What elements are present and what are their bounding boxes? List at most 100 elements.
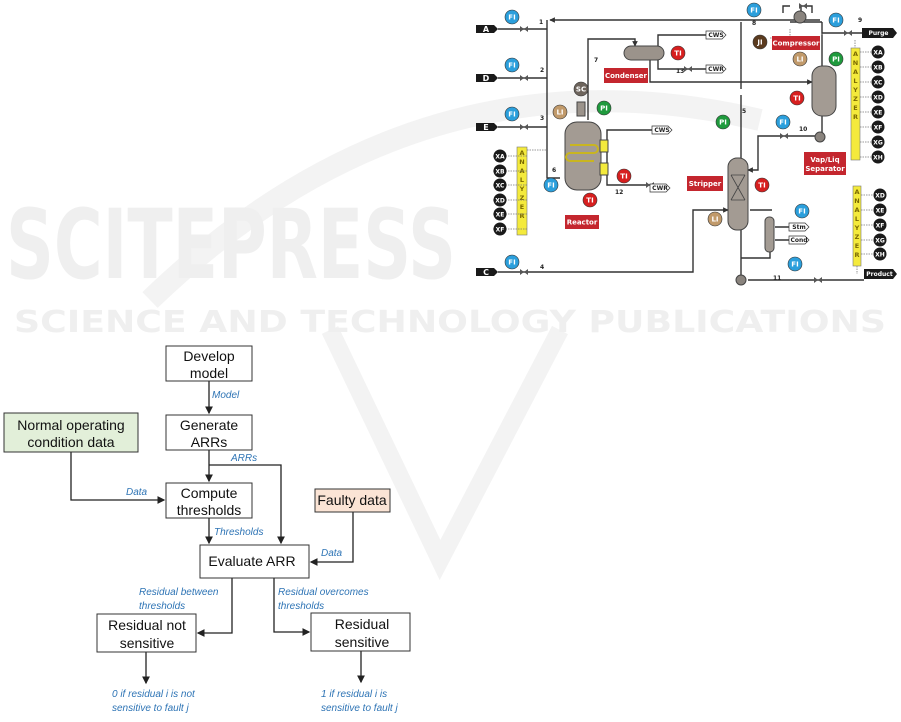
edge-label-overcomes: thresholds (278, 601, 324, 612)
residual-sensitive-box[interactable]: Residual sensitive (310, 612, 411, 652)
instrument-fi[interactable]: FI (746, 2, 762, 18)
instrument-label: PI (719, 119, 727, 127)
analyzer-component (873, 203, 887, 217)
utility-tag-label: Cond (790, 237, 807, 244)
stream-number: 8 (752, 20, 756, 27)
edge-label-overcomes: Residual overcomes (278, 587, 369, 598)
instrument-ti[interactable]: TI (789, 90, 805, 106)
feed-label: C (483, 268, 489, 277)
compressor-icon (793, 10, 807, 24)
instrument-label: FI (832, 17, 839, 25)
compute-thresholds-box[interactable]: Compute thresholds (165, 482, 253, 519)
analyzer-component-label: XE (876, 207, 885, 214)
box-label: Evaluate ARR (208, 553, 295, 569)
analyzer-letter: N (854, 197, 859, 205)
watermark-tagline: SCIENCE AND TECHNOLOGY PUBLICATIONS (14, 305, 886, 340)
analyzer-letter: Z (853, 95, 858, 103)
evaluate-arr-box[interactable]: Evaluate ARR (199, 544, 310, 579)
develop-model-box[interactable]: Develop model (165, 345, 253, 382)
analyzer-component (871, 45, 885, 59)
feed-arrow (476, 74, 498, 82)
analyzer-component-label: XA (873, 49, 883, 56)
analyzer-letter: A (854, 188, 859, 196)
analyzer-component-label: XH (875, 251, 885, 258)
instrument-fi[interactable]: FI (828, 12, 844, 28)
analyzer-component-label: XF (496, 226, 505, 233)
valve-icon (844, 30, 852, 36)
edge-label-between: thresholds (139, 601, 185, 612)
instrument-li[interactable]: LI (552, 104, 568, 120)
instrument-circle (504, 9, 520, 25)
instrument-li[interactable]: LI (792, 51, 808, 67)
unit-label-box (687, 176, 723, 191)
edge-normal-data (70, 452, 166, 504)
watermark-brand: SCITEPRESS (6, 189, 456, 301)
instrument-ti[interactable]: TI (616, 168, 632, 184)
arr-flowchart: Develop model Generate ARRs Normal opera… (3, 345, 411, 714)
box-label: thresholds (177, 502, 242, 518)
valve-icon (799, 3, 807, 9)
reactor-vessel (564, 121, 602, 191)
instrument-circle (616, 168, 632, 184)
instrument-label: FI (547, 182, 554, 190)
instrument-label: FI (508, 259, 515, 267)
box-label: model (190, 365, 228, 381)
analyzer-component (873, 188, 887, 202)
analyzer-component (871, 150, 885, 164)
instrument-pi[interactable]: PI (596, 100, 612, 116)
faulty-data-box[interactable]: Faulty data (314, 488, 391, 513)
analyzer-letter: N (853, 59, 858, 67)
feed-label: A (483, 25, 490, 34)
edge-faulty-data (309, 512, 354, 566)
instrument-fi[interactable]: FI (504, 57, 520, 73)
analyzer-component-label: XE (496, 211, 505, 218)
instrument-ji[interactable]: JI (752, 34, 768, 50)
edge-label-faulty-data: Data (321, 548, 343, 559)
instrument-fi[interactable]: FI (504, 9, 520, 25)
normal-operating-data-box[interactable]: Normal operating condition data (3, 412, 139, 453)
utility-tag (705, 64, 727, 74)
instrument-ti[interactable]: TI (670, 45, 686, 61)
instrument-ti[interactable]: TI (582, 192, 598, 208)
utility-tag-label: CWR (708, 66, 724, 73)
instrument-circle (792, 51, 808, 67)
analyzer-letter: A (853, 68, 858, 76)
stream-number: 3 (540, 115, 544, 122)
instrument-pi[interactable]: PI (715, 114, 731, 130)
box-label: sensitive (335, 634, 390, 650)
feed-label: D (483, 74, 490, 83)
box-label: Faulty data (317, 492, 386, 508)
analyzer-component (873, 247, 887, 261)
instrument-circle (504, 106, 520, 122)
instrument-li[interactable]: LI (707, 211, 723, 227)
edge-label-thresholds: Thresholds (214, 527, 263, 538)
analyzer-bar (516, 146, 528, 236)
analyzer-letter: L (855, 215, 859, 223)
stream-number: 1 (539, 19, 543, 26)
instrument-fi[interactable]: FI (504, 254, 520, 270)
instrument-fi[interactable]: FI (794, 203, 810, 219)
instrument-ti[interactable]: TI (754, 177, 770, 193)
stream-number: 2 (540, 67, 544, 74)
condenser-vessel (623, 45, 665, 61)
analyzer-letter: Z (520, 194, 525, 202)
instrument-label: TI (674, 50, 681, 58)
analyzer-letter: E (855, 242, 859, 250)
stream-number: 6 (552, 167, 556, 174)
residual-not-sensitive-box[interactable]: Residual not sensitive (96, 613, 197, 653)
unit-label: Reactor (567, 219, 598, 227)
unit-label-box (804, 152, 846, 175)
instrument-pi[interactable]: PI (828, 51, 844, 67)
instrument-fi[interactable]: FI (504, 106, 520, 122)
generate-arrs-box[interactable]: Generate ARRs (165, 414, 253, 451)
analyzer-component (493, 178, 507, 192)
instrument-fi[interactable]: FI (787, 256, 803, 272)
instrument-fi[interactable]: FI (775, 114, 791, 130)
instrument-fi[interactable]: FI (543, 177, 559, 193)
instrument-sc[interactable]: SC (573, 81, 589, 97)
instrument-circle (828, 12, 844, 28)
instrument-circle (504, 254, 520, 270)
